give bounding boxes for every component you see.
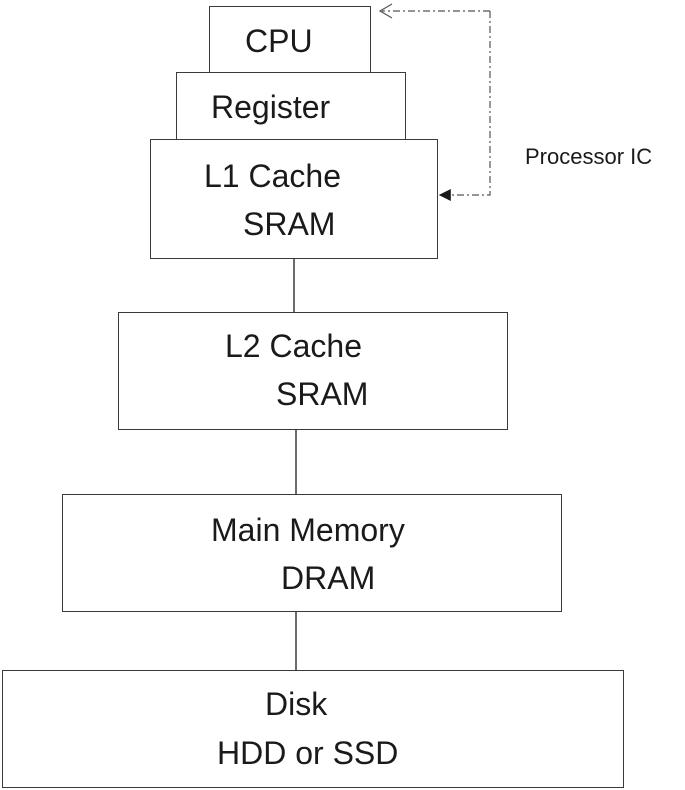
- disk-line1: Disk: [265, 686, 328, 722]
- processor-bracket-arrow: [438, 11, 491, 201]
- register-box: Register: [176, 72, 406, 140]
- cpu-label: CPU: [245, 23, 313, 59]
- l2-cache-line1: L2 Cache: [225, 328, 362, 364]
- main-memory-line1: Main Memory: [211, 512, 405, 548]
- l2-cache-line2: SRAM: [276, 376, 369, 412]
- l1-cache-line2: SRAM: [243, 206, 336, 242]
- disk-line2: HDD or SSD: [217, 735, 399, 771]
- register-label: Register: [211, 89, 331, 125]
- main-memory-line2: DRAM: [281, 560, 376, 596]
- l2-cache-box: L2 Cache SRAM: [118, 312, 508, 430]
- cpu-box: CPU: [209, 6, 371, 74]
- processor-ic-label: Processor IC: [525, 144, 653, 169]
- main-memory-box: Main Memory DRAM: [62, 494, 562, 612]
- l1-cache-box: L1 Cache SRAM: [150, 139, 438, 259]
- disk-box: Disk HDD or SSD: [2, 670, 624, 788]
- l1-cache-line1: L1 Cache: [204, 158, 341, 194]
- arrowhead-cpu: [378, 3, 393, 19]
